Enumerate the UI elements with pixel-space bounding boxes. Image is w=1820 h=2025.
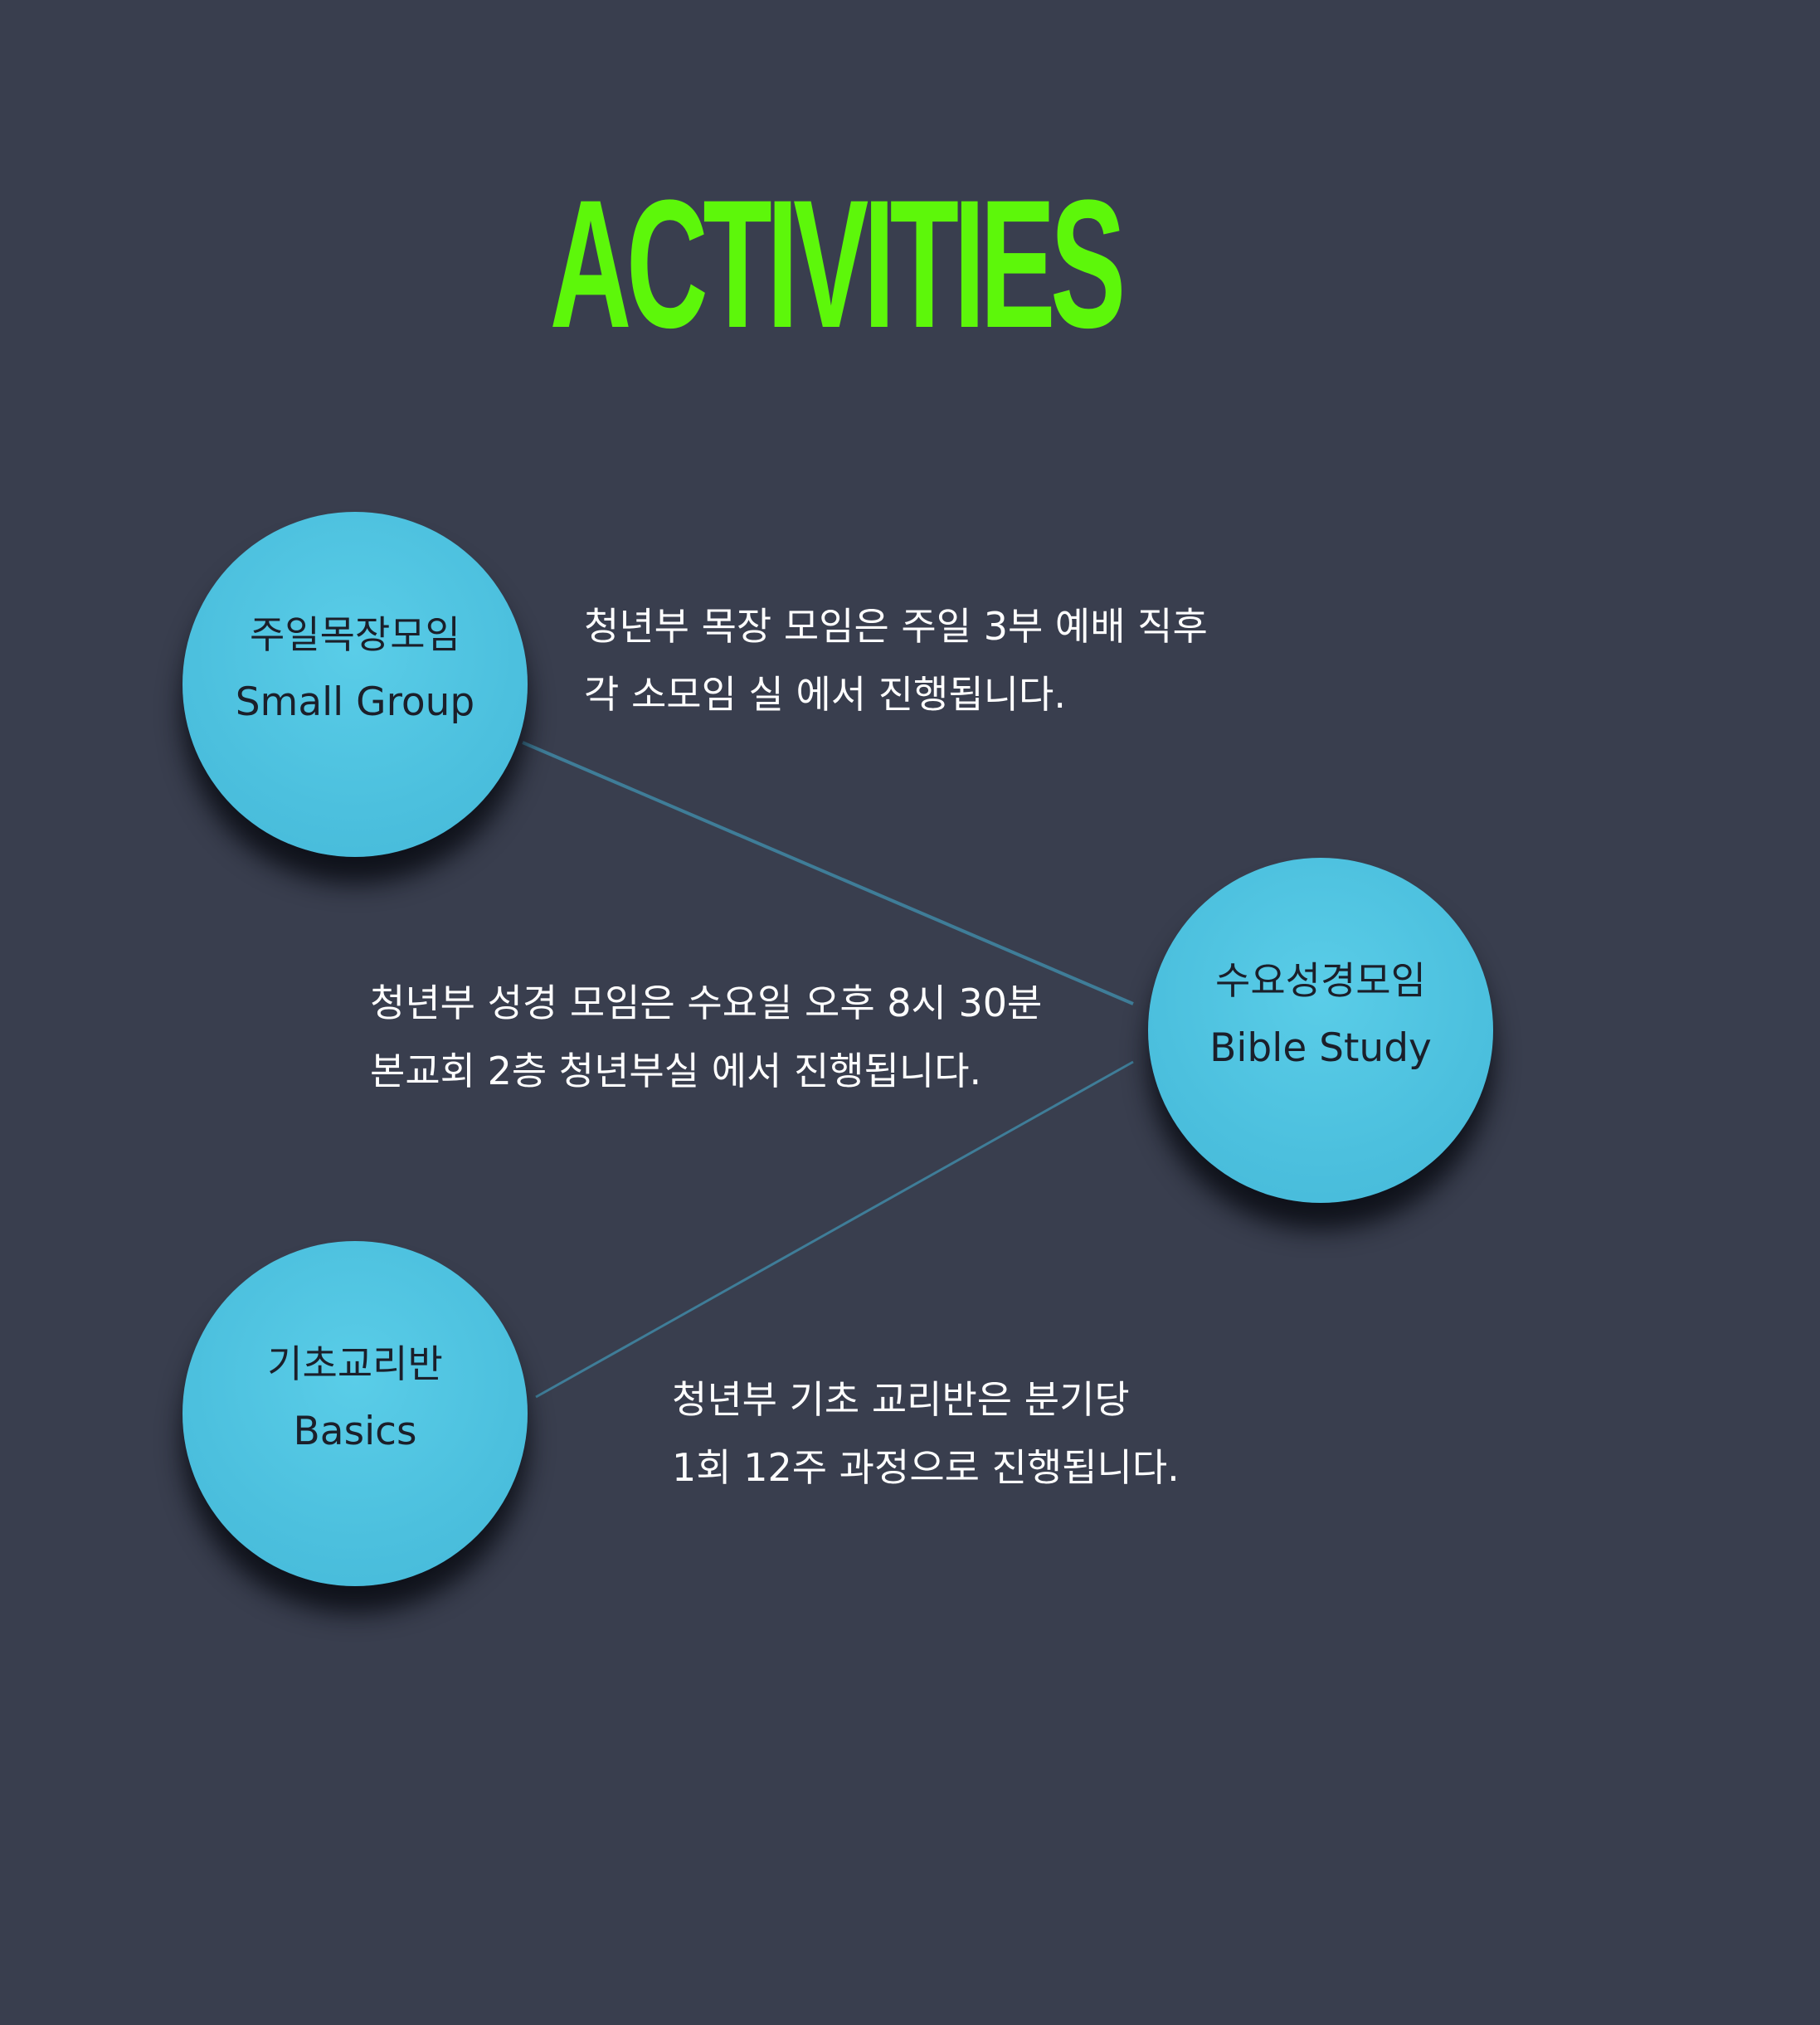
node-bible-study-label-en: Bible Study	[1209, 1025, 1432, 1071]
node-basics-label-ko: 기초교리반	[267, 1341, 443, 1386]
description-bible-study-line-2: 본교회 2층 청년부실 에서 진행됩니다.	[370, 1049, 982, 1093]
description-basics: 청년부 기초 교리반은 분기당 1회 12주 과정으로 진행됩니다.	[672, 1365, 1180, 1502]
description-bible-study: 청년부 성경 모임은 수요일 오후 8시 30분 본교회 2층 청년부실 에서 …	[370, 969, 1042, 1105]
node-small-group: 주일목장모임 Small Group	[182, 512, 528, 857]
node-small-group-label-ko: 주일목장모임	[250, 612, 460, 657]
node-basics-label-en: Basics	[293, 1409, 417, 1454]
description-small-group: 청년부 목장 모임은 주일 3부 예배 직후 각 소모임 실 에서 진행됩니다.	[584, 592, 1208, 728]
connector-small-group-to-bible-study	[522, 741, 1134, 1005]
description-small-group-line-2: 각 소모임 실 에서 진행됩니다.	[584, 672, 1066, 717]
description-basics-line-2: 1회 12주 과정으로 진행됩니다.	[672, 1445, 1180, 1490]
node-bible-study-label-ko: 수요성경모임	[1215, 958, 1426, 1003]
description-basics-line-1: 청년부 기초 교리반은 분기당	[672, 1377, 1130, 1422]
node-bible-study: 수요성경모임 Bible Study	[1148, 858, 1493, 1203]
description-small-group-line-1: 청년부 목장 모임은 주일 3부 예배 직후	[584, 604, 1208, 649]
connector-basics-to-bible-study	[535, 1060, 1134, 1399]
description-bible-study-line-1: 청년부 성경 모임은 수요일 오후 8시 30분	[370, 981, 1043, 1025]
node-basics: 기초교리반 Basics	[182, 1241, 528, 1586]
page-title: ACTIVITIES	[549, 162, 1126, 366]
node-small-group-label-en: Small Group	[235, 679, 475, 725]
